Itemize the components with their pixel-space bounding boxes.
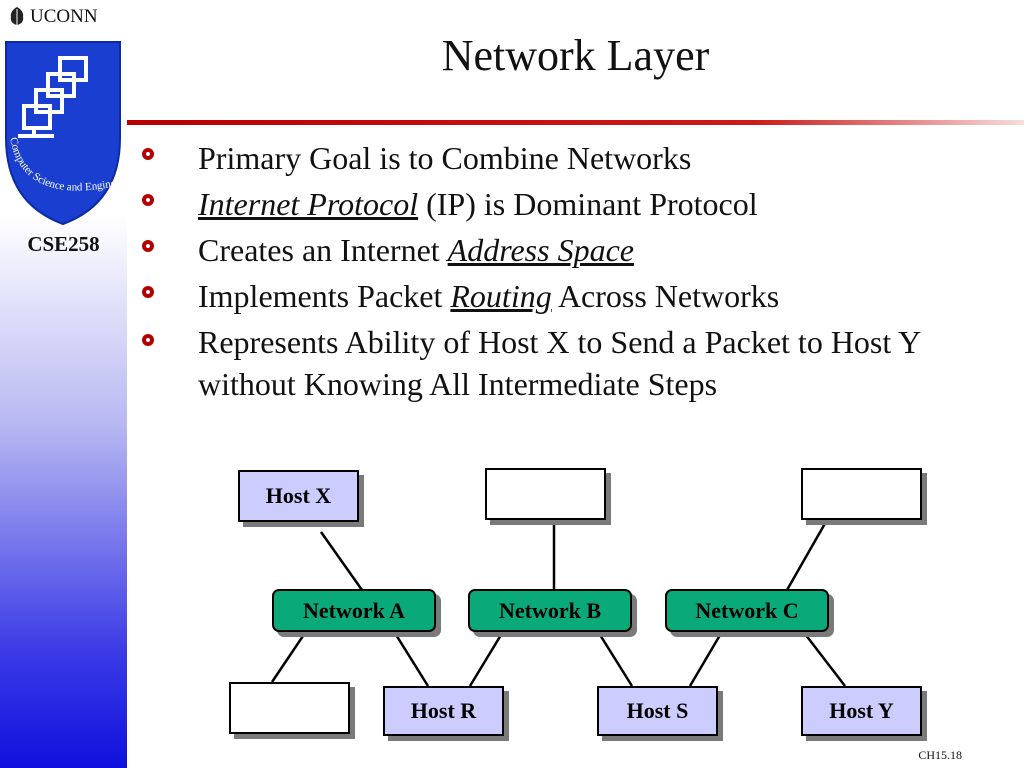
network-c-box: Network C [665, 589, 829, 632]
computer-monitors-icon [18, 56, 88, 138]
bullet-text: Across Networks [551, 278, 780, 314]
bullet-emphasis: Routing [450, 278, 552, 314]
bullet-item: Implements Packet Routing Across Network… [140, 273, 1010, 319]
network-b-box: Network B [468, 589, 632, 632]
link-neta-blank [270, 629, 309, 683]
bullet-icon [142, 148, 154, 160]
link-netb-hostr [468, 629, 506, 687]
bullet-icon [142, 286, 154, 298]
bullet-emphasis: Address Space [447, 232, 634, 268]
bullet-icon [142, 194, 154, 206]
bullet-icon [142, 334, 154, 346]
bullet-icon [142, 240, 154, 252]
oak-leaf-icon [10, 7, 24, 27]
blank-host-box-top-right [801, 468, 922, 520]
page-number: CH15.18 [918, 748, 962, 762]
host-r-box: Host R [383, 686, 504, 736]
link-hostx-neta [319, 531, 364, 591]
host-s-box: Host S [597, 686, 718, 736]
link-netc-hosts [688, 629, 725, 687]
bullet-text: Creates an Internet [198, 232, 448, 268]
uconn-logo: UCONN [8, 6, 98, 28]
host-y-box: Host Y [801, 686, 922, 736]
link-top-netc [785, 519, 829, 591]
host-x-box: Host X [238, 470, 359, 522]
bullet-text: Implements Packet [198, 278, 451, 314]
bullet-item: Internet Protocol (IP) is Dominant Proto… [140, 181, 1010, 227]
link-netb-hosts [595, 629, 634, 687]
title-underline [127, 120, 1024, 125]
bullet-item: Primary Goal is to Combine Networks [140, 135, 1010, 181]
cse-shield-logo: Computer Science and Engineering [4, 38, 121, 226]
bullet-item: Creates an Internet Address Space [140, 227, 1010, 273]
bullet-text: Primary Goal is to Combine Networks [198, 140, 692, 176]
bullet-item: Represents Ability of Host X to Send a P… [140, 321, 1010, 405]
link-netc-hosty [801, 629, 846, 687]
bullet-emphasis: Internet Protocol [198, 186, 419, 222]
bullet-text: Represents Ability of Host X to Send a P… [198, 324, 920, 402]
link-neta-hostr [391, 629, 430, 687]
network-a-box: Network A [272, 589, 436, 632]
uconn-text: UCONN [30, 6, 98, 27]
slide-title: Network Layer [441, 31, 710, 80]
course-label: CSE258 [27, 232, 100, 256]
blank-host-box-bottom-left [229, 682, 350, 734]
bullet-list: Primary Goal is to Combine Networks Inte… [140, 135, 1010, 405]
blank-host-box-top-middle [485, 468, 606, 520]
bullet-text: (IP) is Dominant Protocol [418, 186, 758, 222]
